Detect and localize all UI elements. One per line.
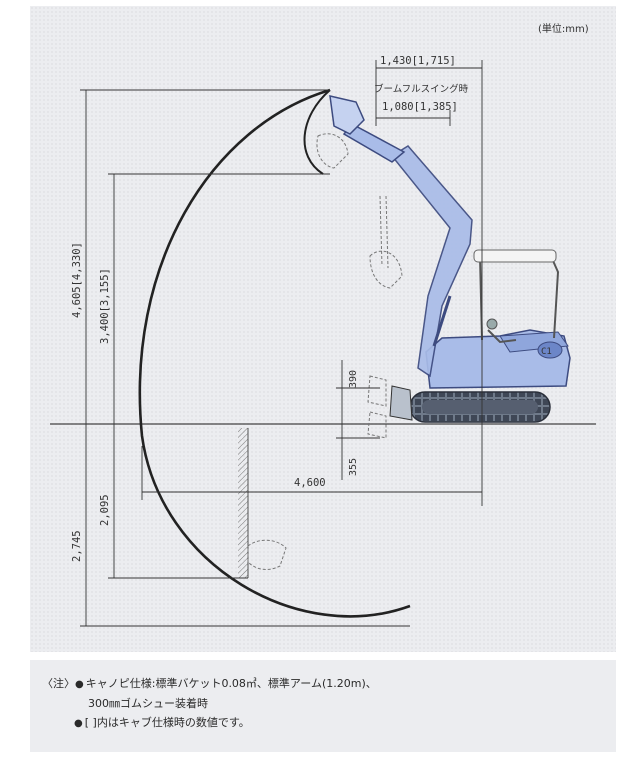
excavator-arm xyxy=(342,123,406,163)
envelope-top-return xyxy=(303,89,331,175)
note-bullet-icon: ● xyxy=(75,679,84,690)
note-bullet-icon-2: ● xyxy=(74,718,83,729)
dim-dump-height: 3,400[3,155] xyxy=(99,268,111,344)
diagram-panel: (単位:mm) xyxy=(30,6,616,652)
digging-range-envelope xyxy=(138,88,411,618)
working-range-diagram: (単位:mm) xyxy=(50,22,596,627)
dim-max-digging-depth: 2,745 xyxy=(71,530,83,562)
excavator-bucket xyxy=(329,95,365,135)
dim-top-width: 1,430[1,715] xyxy=(380,55,456,67)
note-line-3: ●[ ]内はキャブ仕様時の数値です。 xyxy=(42,713,606,733)
dim-blade-lift: 390 xyxy=(348,370,359,388)
deep-bucket-sketch xyxy=(247,539,287,570)
dim-boom-full-swing-label: ブームフルスイング時 xyxy=(374,83,469,95)
vertical-wall-hatch xyxy=(238,428,248,578)
note-text-1: キャノピ仕様:標準バケット0.08㎥、標準アーム(1.20m)、 xyxy=(85,677,377,690)
excavator-blade xyxy=(389,385,413,421)
dim-vertical-wall-depth: 2,095 xyxy=(99,494,111,526)
excavator: C1 xyxy=(329,95,571,439)
note-line-1: 〈注〉●キャノピ仕様:標準バケット0.08㎥、標準アーム(1.20m)、 xyxy=(42,674,606,694)
note-text-3: [ ]内はキャブ仕様時の数値です。 xyxy=(84,716,250,729)
note-text-2: 300㎜ゴムシュー装着時 xyxy=(88,697,208,710)
dim-reach: 4,600 xyxy=(294,477,326,489)
unit-label: (単位:mm) xyxy=(538,22,589,35)
note-prefix: 〈注〉 xyxy=(42,677,75,690)
dim-blade-drop: 355 xyxy=(348,458,359,476)
notes-box: 〈注〉●キャノピ仕様:標準バケット0.08㎥、標準アーム(1.20m)、 300… xyxy=(30,660,616,752)
ghost-arm-sketch xyxy=(369,195,403,289)
svg-text:C1: C1 xyxy=(541,347,552,357)
dim-max-height: 4,605[4,330] xyxy=(71,242,83,318)
dim-boom-full-swing-value: 1,080[1,385] xyxy=(382,101,458,113)
note-line-2: 300㎜ゴムシュー装着時 xyxy=(42,694,606,713)
ghost-bucket-top xyxy=(316,133,349,169)
